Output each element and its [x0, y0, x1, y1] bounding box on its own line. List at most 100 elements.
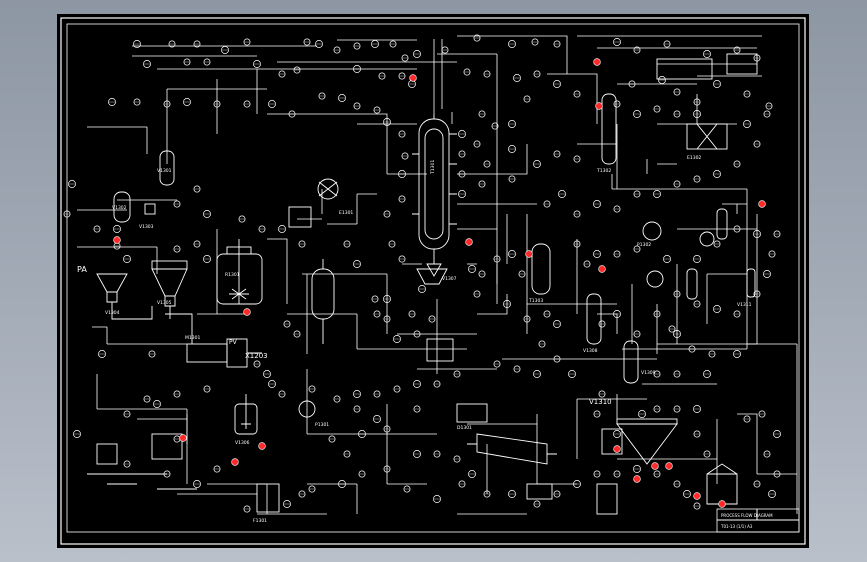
separator-v1307 — [416, 268, 448, 285]
instrument-bubble — [203, 58, 211, 66]
pump-p1302 — [642, 221, 662, 241]
instrument-bubble — [753, 480, 761, 488]
instrument-bubble — [168, 40, 176, 48]
instrument-bubble — [413, 405, 421, 413]
instrument-bubble — [413, 50, 421, 58]
instrument-bubble — [238, 215, 246, 223]
hopper-a — [96, 273, 128, 303]
instrument-bubble — [403, 485, 411, 493]
instrument-bubble — [221, 46, 229, 54]
instrument-bubble — [703, 50, 711, 58]
tank-right-bottom — [706, 463, 738, 505]
instrument-bubble — [173, 245, 181, 253]
instrument-bubble — [293, 66, 301, 74]
vessel-v1308 — [586, 293, 602, 345]
instrument-bubble — [683, 490, 691, 498]
alarm-instrument-bubble — [113, 236, 121, 244]
instrument-bubble — [613, 470, 621, 478]
instrument-bubble — [328, 435, 336, 443]
alarm-instrument-bubble — [693, 492, 701, 500]
instrument-bubble — [453, 455, 461, 463]
instrument-bubble — [143, 60, 151, 68]
instrument-bubble — [491, 122, 499, 130]
alarm-instrument-bubble — [179, 434, 187, 442]
pump-p1301 — [298, 400, 316, 418]
instrument-bubble — [278, 70, 286, 78]
instrument-bubble — [413, 330, 421, 338]
instrument-bubble — [743, 90, 751, 98]
instrument-bubble — [203, 385, 211, 393]
alarm-instrument-bubble — [593, 58, 601, 66]
instrument-bubble — [263, 370, 271, 378]
instrument-bubble — [373, 390, 381, 398]
instrument-bubble — [693, 98, 701, 106]
equipment-tag-x1203: X1203 — [245, 352, 268, 360]
instrument-bubble — [183, 58, 191, 66]
instrument-bubble — [358, 430, 366, 438]
instrument-bubble — [693, 110, 701, 118]
instrument-bubble — [293, 330, 301, 338]
instrument-bubble — [473, 34, 481, 42]
instrument-bubble — [765, 102, 773, 110]
instrument-bubble — [693, 502, 701, 510]
instrument-bubble — [278, 390, 286, 398]
instrument-bubble — [673, 405, 681, 413]
alarm-instrument-bubble — [231, 458, 239, 466]
tag-v1311: V1311 — [737, 302, 752, 308]
vessel-v1301 — [159, 150, 175, 186]
instrument-bubble — [508, 120, 516, 128]
instrument-bubble — [673, 88, 681, 96]
instrument-bubble — [383, 210, 391, 218]
instrument-bubble — [763, 270, 771, 278]
instrument-bubble — [113, 225, 121, 233]
tag-v1303: V1303 — [139, 224, 154, 230]
instrument-bubble — [383, 425, 391, 433]
instrument-bubble — [573, 155, 581, 163]
instrument-bubble — [753, 140, 761, 148]
instrument-bubble — [338, 94, 346, 102]
instrument-bubble — [68, 180, 76, 188]
alarm-instrument-bubble — [718, 500, 726, 508]
instrument-bubble — [353, 405, 361, 413]
tag-e1302: E1302 — [687, 155, 701, 161]
instrument-bubble — [478, 270, 486, 278]
instrument-bubble — [553, 150, 561, 158]
equipment-tags: T1301 V1301 V1302 V1303 V1304 V1305 R130… — [105, 155, 752, 524]
instrument-bubble — [533, 370, 541, 378]
instrument-bubble — [193, 185, 201, 193]
instrument-bubble — [401, 152, 409, 160]
alarm-instrument-bubble — [258, 442, 266, 450]
stream-label-pv: PV — [229, 339, 238, 346]
instrument-bubble — [613, 310, 621, 318]
instrument-bubble — [398, 72, 406, 80]
instrument-bubble — [468, 265, 476, 273]
instrument-bubble — [633, 330, 641, 338]
tag-v1309: V1309 — [641, 370, 656, 376]
instrument-bubble — [483, 70, 491, 78]
instrument-bubble — [673, 480, 681, 488]
instrument-bubble — [653, 370, 661, 378]
instrument-bubble — [213, 465, 221, 473]
instrument-bubble — [373, 310, 381, 318]
instrument-bubble — [673, 370, 681, 378]
instrument-bubble — [371, 295, 379, 303]
instrument-bubble — [553, 490, 561, 498]
instrument-bubble — [433, 450, 441, 458]
instrument-bubble — [543, 310, 551, 318]
instrument-bubble — [303, 38, 311, 46]
instrument-bubble — [253, 60, 261, 68]
tag-t1302: T1302 — [596, 168, 611, 174]
instrument-bubble — [383, 315, 391, 323]
process-lines — [77, 35, 798, 515]
instrument-bubble — [733, 310, 741, 318]
drawing-sheet[interactable]: X1203 — [57, 14, 809, 548]
alarm-instrument-bubble — [651, 462, 659, 470]
instrument-bubble — [458, 130, 466, 138]
instrument-bubble — [688, 345, 696, 353]
instrument-bubble — [373, 415, 381, 423]
tag-v1310: V1310 — [589, 398, 612, 406]
tag-r1301: R1301 — [225, 272, 240, 278]
instrument-bubble — [413, 450, 421, 458]
tag-v1301: V1301 — [157, 168, 172, 174]
